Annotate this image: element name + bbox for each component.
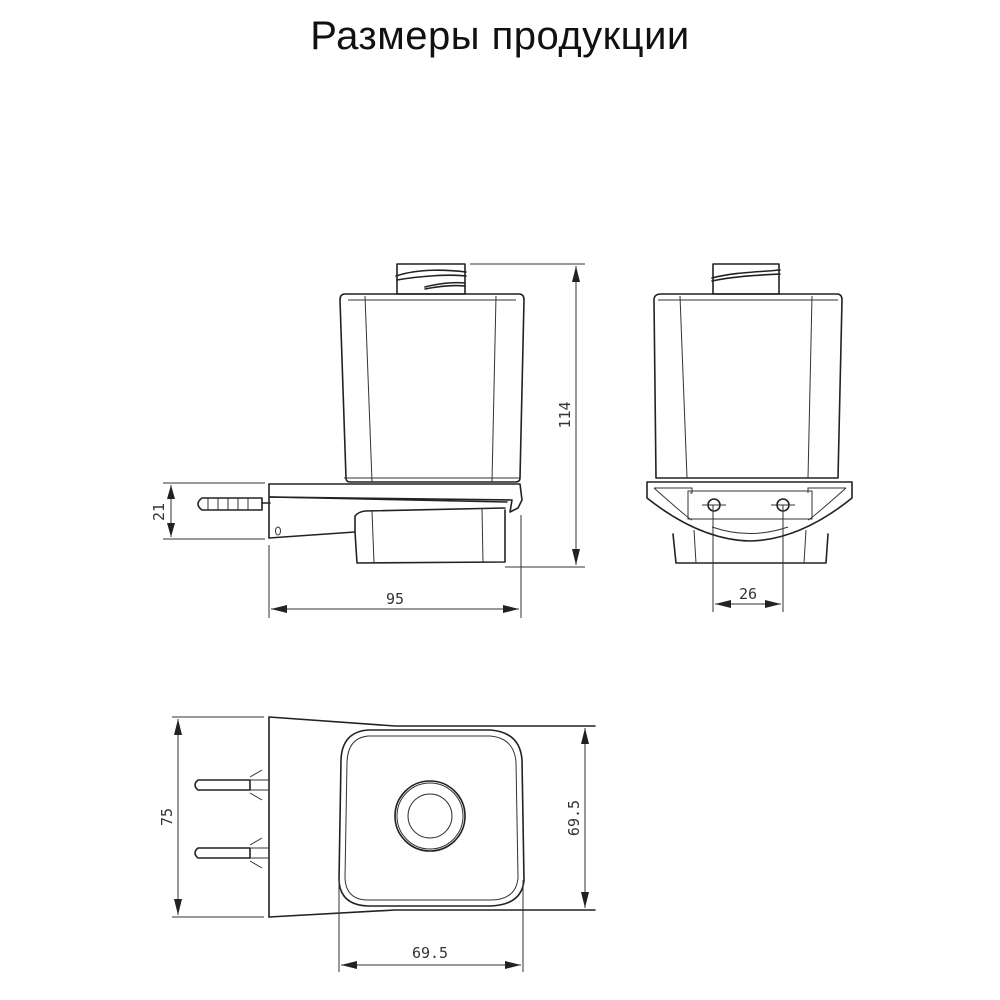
- dimension-label-69-5-vertical: 69.5: [565, 800, 583, 836]
- front-view: 26: [646, 263, 853, 612]
- cup-top: [338, 729, 525, 907]
- dimension-69-5-vertical: 69.5: [565, 728, 589, 908]
- wall-anchors-top: [194, 769, 269, 869]
- dimension-label-69-5-horizontal: 69.5: [412, 944, 448, 962]
- wall-anchor: [197, 497, 271, 511]
- dimension-21: 21: [150, 482, 265, 540]
- dimension-label-21: 21: [150, 503, 168, 521]
- dimension-label-114: 114: [556, 401, 574, 428]
- dimension-95: 95: [268, 515, 522, 618]
- dimension-69-5-horizontal: 69.5: [338, 880, 524, 972]
- page-title: Размеры продукции: [310, 14, 690, 58]
- thread-neck-front: [711, 263, 781, 295]
- dimension-114: 114: [470, 263, 585, 568]
- wall-plate: [268, 716, 596, 918]
- cup-body-front: [653, 293, 843, 479]
- dimension-label-26: 26: [739, 585, 757, 603]
- dimension-label-75: 75: [158, 808, 176, 826]
- dimension-75: 75: [158, 716, 264, 918]
- holder-bracket: [268, 483, 523, 564]
- side-view: 114 21 95: [150, 263, 585, 618]
- dimension-label-95: 95: [386, 590, 404, 608]
- cup-body: [339, 293, 525, 483]
- thread-neck: [395, 263, 467, 295]
- dimension-26: 26: [712, 505, 784, 612]
- top-view: 75 69.5 69.5: [158, 716, 596, 972]
- holder-front: [646, 481, 853, 564]
